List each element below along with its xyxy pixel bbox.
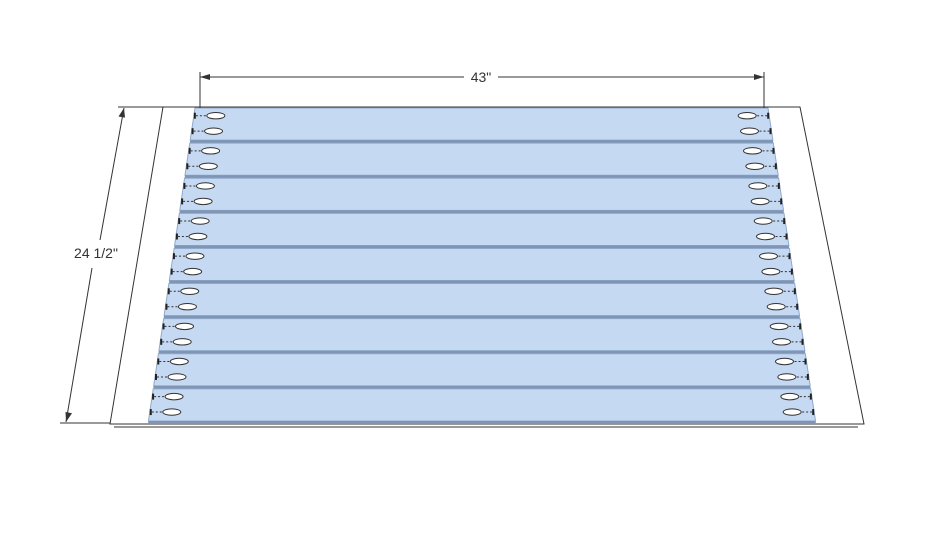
pocket-hole: [169, 357, 189, 366]
slat-face: [189, 107, 774, 141]
width-label: 43": [471, 69, 492, 85]
pocket-hole: [769, 322, 789, 331]
slat-face: [168, 247, 795, 282]
pocket-hole: [764, 287, 784, 295]
slat: [184, 142, 779, 179]
slat-edge: [148, 421, 816, 424]
height-label: 24 1/2": [74, 245, 118, 261]
pocket-hole: [782, 408, 802, 416]
pocket-hole: [177, 303, 197, 311]
pocket-hole: [204, 127, 224, 135]
slat-face: [163, 283, 801, 317]
pocket-hole: [756, 232, 776, 241]
pocket-hole: [748, 182, 768, 190]
width-dimension: 43": [199, 69, 765, 108]
pocket-hole: [167, 373, 187, 381]
slat: [153, 353, 811, 389]
pocket-hole: [777, 373, 797, 381]
slat: [189, 107, 774, 144]
pocket-hole: [198, 162, 218, 170]
slat: [163, 283, 801, 319]
slat-edge: [153, 385, 811, 389]
pocket-hole: [162, 408, 182, 416]
pocket-hole: [743, 147, 763, 155]
height-dimension: 24 1/2": [60, 106, 164, 424]
slat-face: [173, 212, 790, 246]
slat: [158, 318, 806, 354]
pocket-hole: [180, 287, 200, 295]
slat: [179, 177, 785, 214]
slat-face: [184, 142, 779, 176]
slat-edge: [158, 350, 806, 354]
pocket-hole: [175, 322, 195, 331]
slat-face: [153, 353, 811, 387]
pocket-hole: [188, 232, 208, 241]
slats-group: [147, 107, 817, 424]
pocket-hole: [195, 182, 215, 190]
pocket-hole: [772, 338, 792, 346]
pocket-hole: [761, 267, 781, 276]
slat-face: [179, 177, 785, 211]
slat-edge: [163, 315, 800, 319]
slat-edge: [168, 280, 795, 284]
slat: [147, 388, 817, 424]
pocket-hole: [183, 267, 203, 276]
pocket-hole: [750, 197, 770, 206]
pocket-hole: [193, 197, 213, 206]
pocket-hole: [780, 392, 800, 401]
slat-edge: [184, 175, 779, 179]
slat: [173, 212, 790, 249]
slat-face: [158, 318, 806, 352]
slat-face: [147, 388, 817, 422]
slat-edge: [179, 210, 785, 214]
pocket-hole: [190, 217, 210, 225]
pocket-hole: [164, 392, 184, 401]
pocket-hole: [740, 127, 760, 135]
pocket-hole: [185, 252, 205, 260]
pocket-hole: [745, 162, 765, 170]
pocket-hole: [737, 112, 757, 120]
pocket-hole: [753, 217, 773, 225]
pocket-hole: [172, 338, 192, 346]
pocket-hole: [206, 112, 226, 120]
slat: [168, 247, 795, 284]
pocket-hole: [775, 357, 795, 366]
slat-edge: [189, 140, 774, 144]
pocket-hole: [766, 303, 786, 311]
pocket-hole: [759, 252, 779, 260]
slat-edge: [174, 245, 790, 249]
pocket-hole: [201, 147, 221, 155]
